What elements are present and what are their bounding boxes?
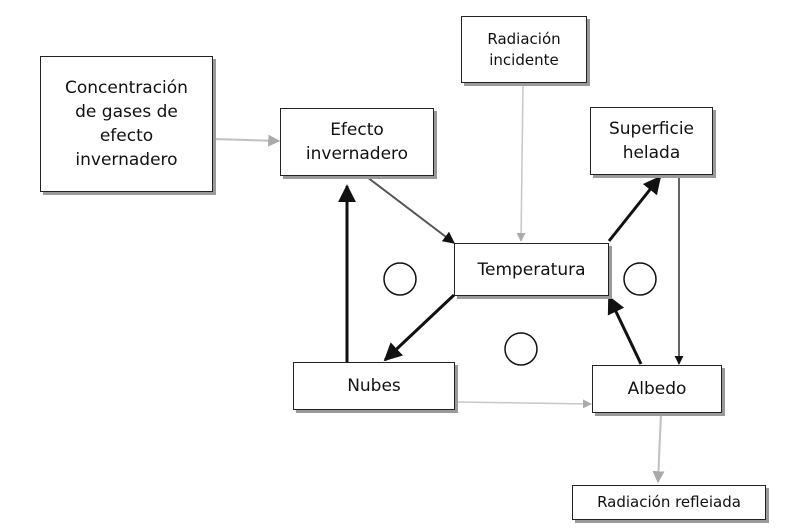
arrow-radiacion-to-temperatura <box>516 82 526 242</box>
node-albedo: Albedo <box>592 365 722 413</box>
node-radiacion-reflejada: Radiación refleiada <box>572 485 766 520</box>
arrow-temperatura-to-nubes <box>383 293 456 362</box>
arrow-albedo-to-temperatura <box>607 295 643 365</box>
loop-circle-bottom <box>504 332 538 366</box>
node-efecto-invernadero: Efecto invernadero <box>280 108 434 176</box>
arrow-nubes-to-albedo <box>454 399 592 409</box>
arrow-concentracion-to-efecto <box>212 134 281 147</box>
node-superficie-helada: Superficie helada <box>590 107 713 175</box>
loop-circle-left <box>383 262 417 296</box>
arrow-temperatura-to-superficie <box>607 175 662 242</box>
node-nubes: Nubes <box>293 362 455 410</box>
arrow-albedo-to-radiacion-reflejada <box>652 412 665 484</box>
node-temperatura: Temperatura <box>454 243 609 296</box>
node-concentracion: Concentración de gases de efecto inverna… <box>40 56 213 192</box>
node-radiacion-incidente: Radiación incidente <box>461 16 587 83</box>
arrow-efecto-to-temperatura <box>366 176 455 244</box>
loop-circle-right <box>623 262 657 296</box>
